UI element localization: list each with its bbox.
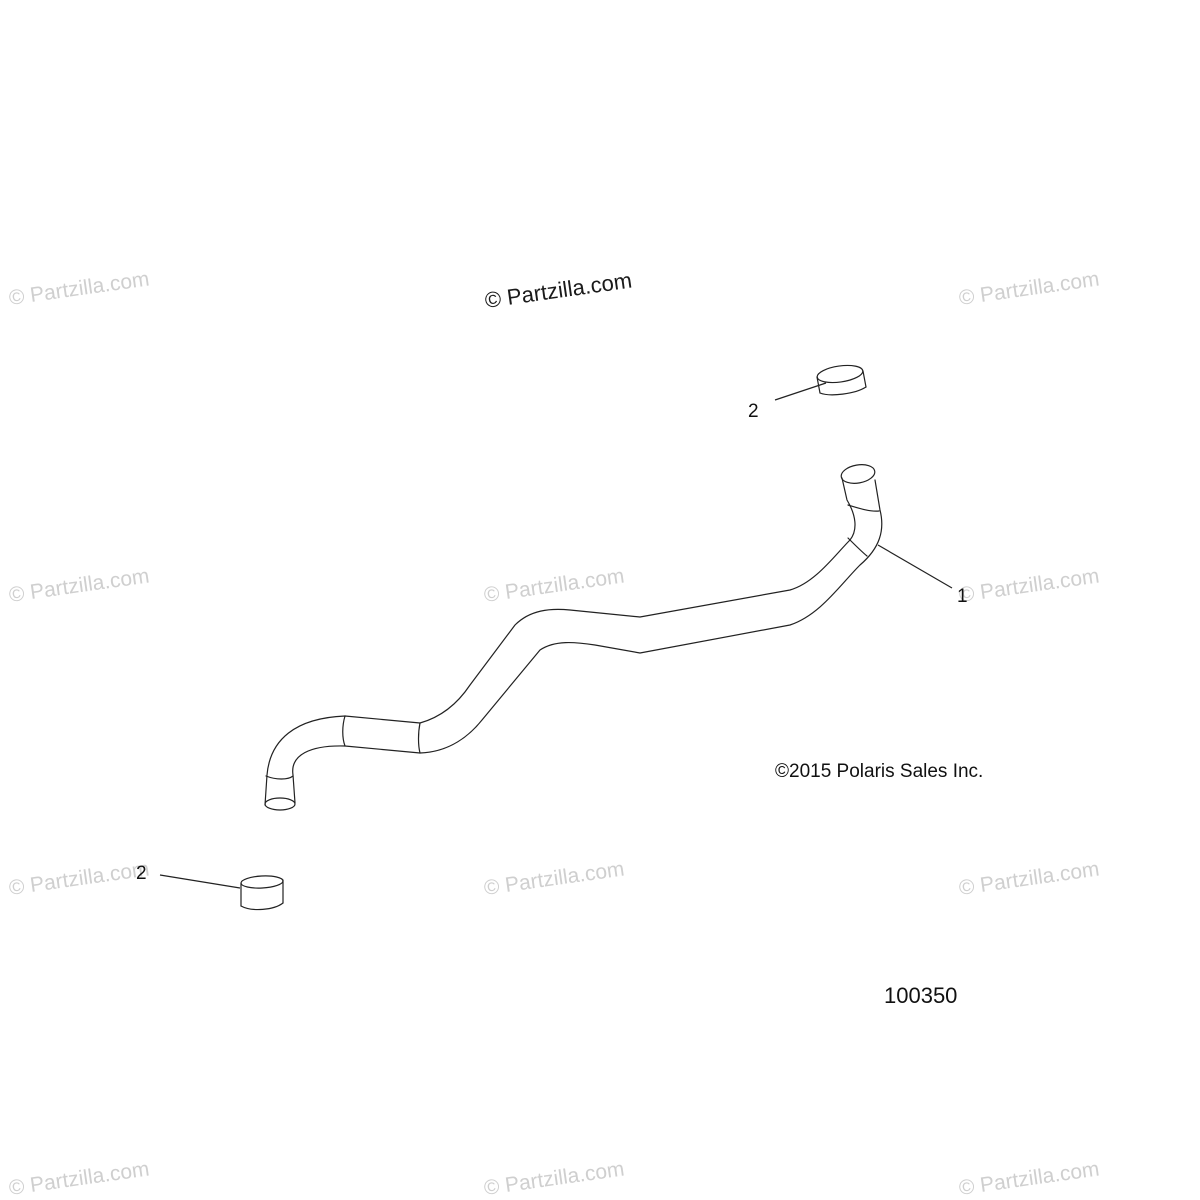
clamp-part-2-bottom xyxy=(240,875,284,911)
watermark: © Partzilla.com xyxy=(957,267,1100,309)
watermark: © Partzilla.com xyxy=(482,1157,625,1199)
watermark: © Partzilla.com xyxy=(482,564,625,606)
watermark: © Partzilla.com xyxy=(7,1157,150,1199)
watermark: © Partzilla.com xyxy=(7,564,150,606)
leader-line xyxy=(159,874,241,889)
watermark: © Partzilla.com xyxy=(957,857,1100,899)
hose-part-1 xyxy=(264,464,883,811)
copyright-notice: ©2015 Polaris Sales Inc. xyxy=(775,761,983,782)
watermark: © Partzilla.com xyxy=(482,857,625,899)
watermark: © Partzilla.com xyxy=(957,564,1100,606)
leader-line xyxy=(774,382,827,401)
callout-label-1: 1 xyxy=(957,586,968,607)
watermark: © Partzilla.com xyxy=(957,1157,1100,1199)
watermark-main: © Partzilla.com xyxy=(483,268,633,313)
watermark: © Partzilla.com xyxy=(7,857,150,899)
callout-label-2: 2 xyxy=(136,863,147,884)
leader-line xyxy=(877,544,953,589)
watermark-grid: © Partzilla.com © Partzilla.com © Partzi… xyxy=(7,267,1100,1199)
clamp-part-2-top xyxy=(816,364,867,396)
figure-number: 100350 xyxy=(884,983,957,1008)
watermark: © Partzilla.com xyxy=(7,267,150,309)
callout-label-2: 2 xyxy=(748,401,759,422)
